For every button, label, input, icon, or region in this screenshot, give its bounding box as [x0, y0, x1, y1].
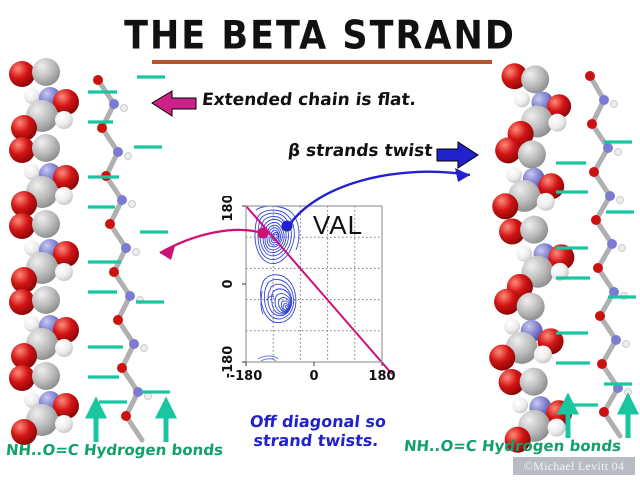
hbond-dashes-right: [556, 140, 636, 407]
strands-twist-right-arrow: [436, 141, 479, 169]
x-tick-label-max: 180: [368, 369, 395, 384]
plot-grid: [246, 206, 382, 362]
contour-cluster-alpha: [260, 274, 297, 323]
flat-strand-space-filling-model: [9, 58, 79, 445]
hydrogen-bonds-caption-left: NH..O=C Hydrogen bonds: [5, 441, 224, 459]
twisted-strand-stick-model: [585, 71, 632, 439]
extended-chain-label: Extended chain is flat.: [200, 90, 418, 110]
ramachandran-plot: VAL -180 0 180 180 0 -180: [221, 196, 396, 384]
hbond-dashes-left: [88, 75, 170, 404]
off-diagonal-caption: Off diagonal so strand twists.: [247, 412, 387, 450]
page-title: THE BETA STRAND: [124, 13, 516, 59]
off-diagonal-caption-line2: strand twists.: [252, 431, 380, 450]
y-tick-label-mid: 0: [221, 279, 236, 288]
hbond-up-arrows-left: [84, 396, 178, 442]
hbond-up-arrows-right: [556, 392, 640, 438]
y-tick-label-min: -180: [221, 346, 236, 379]
strands-twist-label: β strands twist: [286, 141, 434, 161]
contour-lower-edge: [257, 355, 279, 362]
flat-chain-pointer-curve: [159, 228, 263, 260]
title-underline: [152, 60, 492, 64]
diagonal-reference-line: [245, 205, 393, 375]
x-tick-label-mid: 0: [309, 369, 318, 384]
off-diagonal-caption-line1: Off diagonal so: [249, 412, 388, 431]
hydrogen-bonds-caption-right: NH..O=C Hydrogen bonds: [403, 437, 622, 455]
copyright-watermark: ©Michael Levitt 04: [513, 457, 635, 475]
plot-title: VAL: [313, 210, 363, 240]
twist-pointer-curve: [286, 168, 471, 228]
extended-chain-left-arrow: [151, 90, 197, 117]
diagonal-point-marker: [257, 227, 269, 239]
y-tick-label-max: 180: [221, 196, 236, 222]
x-tick-label-min: -180: [230, 369, 263, 384]
